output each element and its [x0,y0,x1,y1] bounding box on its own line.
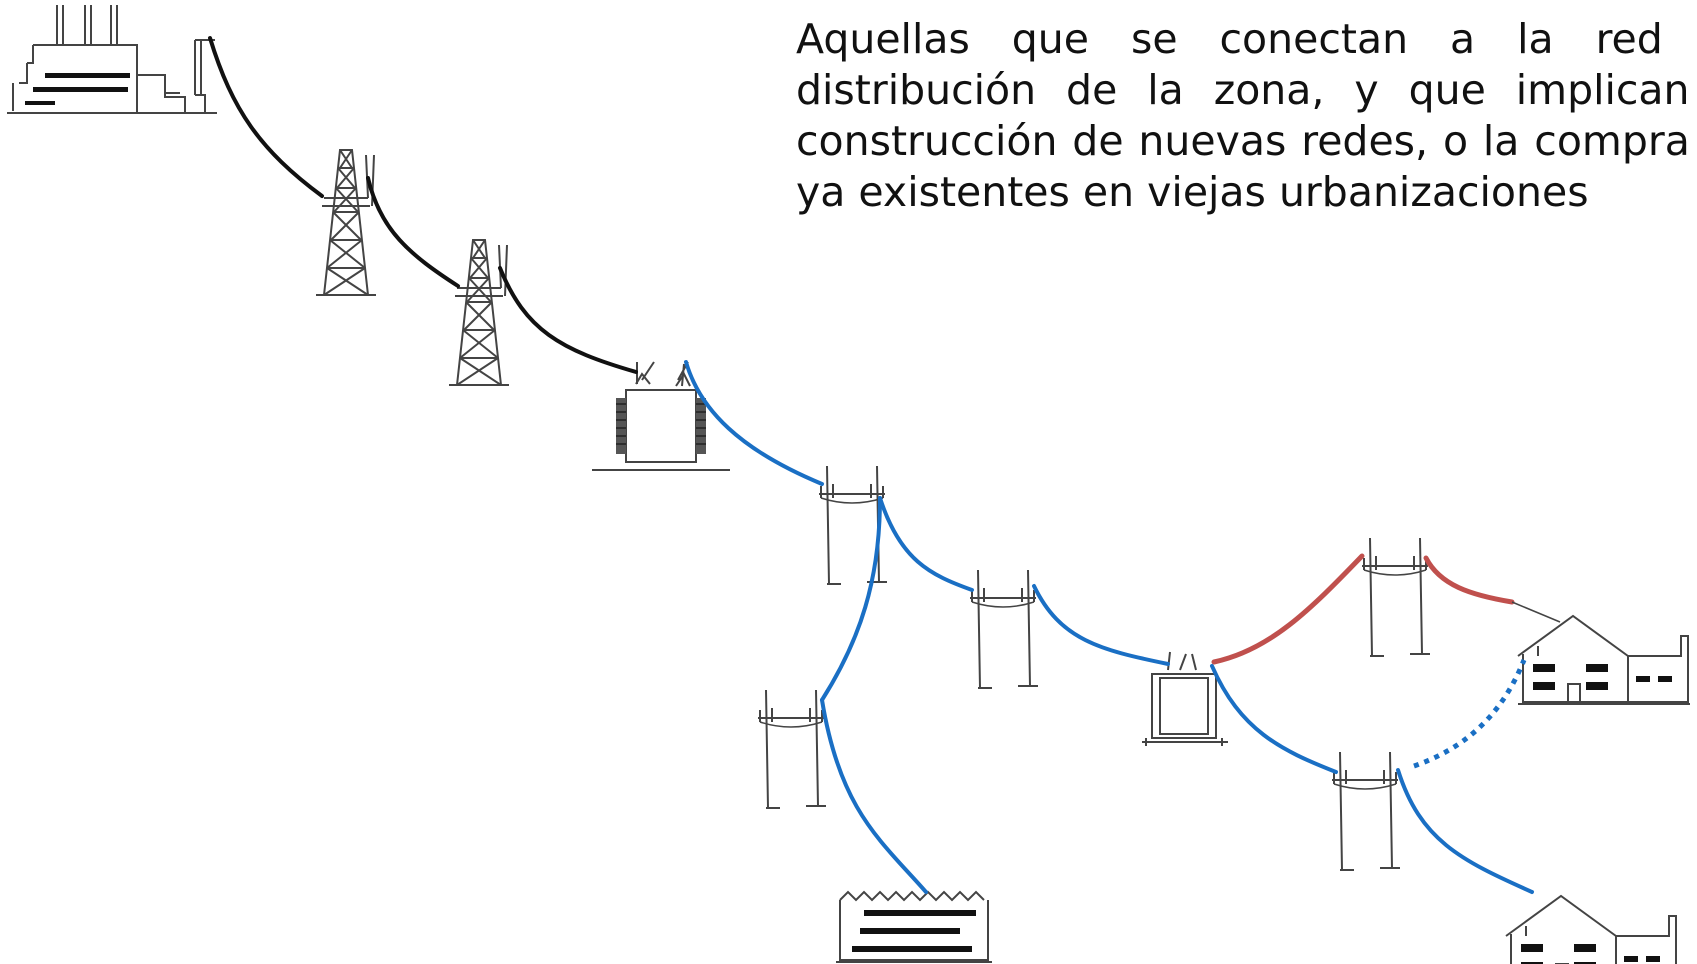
distribution-line-4 [820,496,882,702]
house-icon [1505,895,1679,964]
utility-pole-icon [1361,537,1431,657]
distribution-line-1 [684,360,824,486]
distribution-line-5 [820,698,928,894]
distribution-line-7 [1396,768,1534,894]
factory-icon [836,890,992,963]
distribution-line-6 [1210,664,1338,774]
transmission-tower-icon [315,149,377,296]
description-line-2: distribución de la zona, y que implican … [796,66,1697,114]
description-text: Aquellas que se conectan a la red de dis… [796,14,1697,218]
transmission-tower-icon [448,239,510,386]
description-line-4: ya existentes en viejas urbanizaciones [796,168,1589,216]
service-drop-line [1511,601,1561,623]
planned-connection-line [1413,659,1527,769]
transmission-line-1 [208,36,324,198]
power-plant-icon [7,5,217,114]
utility-pole-icon [969,569,1039,689]
distribution-line-3 [1032,584,1170,666]
new-line-1 [1211,553,1365,665]
transmission-line-3 [498,266,638,374]
utility-pole-icon [757,689,827,809]
utility-pole-icon [1331,751,1401,871]
distribution-line-2 [878,496,974,592]
distribution-transformer-icon [1142,651,1228,746]
description-line-3: construcción de nuevas redes, o la compr… [796,117,1697,165]
substation-transformer-icon [592,361,730,471]
description-line-1: Aquellas que se conectan a la red de [796,15,1697,63]
transmission-line-2 [366,176,460,288]
house-icon [1517,615,1691,705]
new-line-2 [1423,555,1515,605]
utility-pole-icon [818,465,888,585]
